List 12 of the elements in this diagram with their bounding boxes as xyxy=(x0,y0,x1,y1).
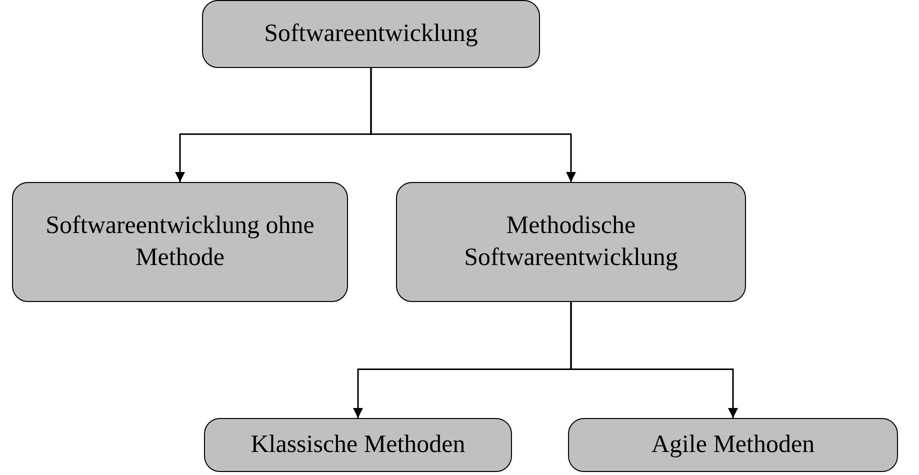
box-label: Klassische Methoden xyxy=(250,430,466,460)
process-box xyxy=(204,418,512,472)
process-box xyxy=(396,182,746,302)
box-label: Agile Methoden xyxy=(651,430,815,460)
arrow xyxy=(370,68,576,182)
arrow xyxy=(570,302,738,418)
box-label: Softwareentwicklung xyxy=(264,18,478,49)
process-box xyxy=(568,418,898,472)
process-box xyxy=(12,182,348,302)
box-label: Methodische Softwareentwicklung xyxy=(463,210,679,273)
process-box xyxy=(202,0,540,68)
box-label: Softwareentwicklung ohne Methode xyxy=(44,210,316,273)
